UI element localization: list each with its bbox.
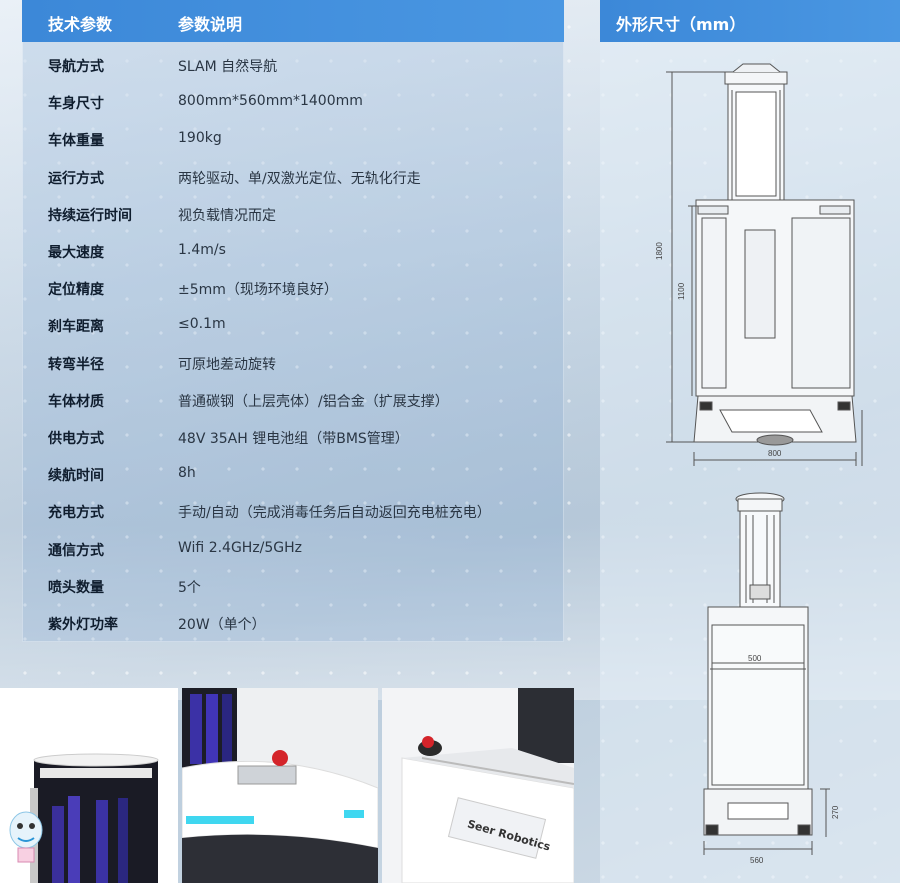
spec-key: 续航时间 [48,468,104,485]
spec-key: 运行方式 [48,170,104,187]
spec-value: SLAM 自然导航 [178,59,278,75]
spec-value: ±5mm（现场环境良好） [178,282,338,299]
spec-value: 8h [178,465,196,482]
spec-value: 48V 35AH 锂电池组（带BMS管理） [178,431,409,447]
spec-key: 紫外灯功率 [48,617,118,633]
header-desc: 参数说明 [178,15,243,34]
spec-row: 转弯半径 可原地差动旋转 [22,344,564,381]
spec-row: 车体重量 190kg [22,120,564,157]
spec-value: 普通碳钢（上层壳体）/铝合金（扩展支撑） [178,393,449,410]
spec-key: 最大速度 [48,245,104,261]
spec-row: 充电方式 手动/自动（完成消毒任务后自动返回充电桩充电） [22,492,564,529]
spec-key: 刹车距离 [48,319,104,336]
spec-key: 车身尺寸 [48,96,104,113]
spec-key: 充电方式 [48,505,104,522]
spec-key: 定位精度 [48,282,104,299]
spec-value: 手动/自动（完成消毒任务后自动返回充电桩充电） [178,505,491,522]
photo-top-cover [182,688,378,883]
spec-row: 续航时间 8h [22,455,564,492]
spec-key: 持续运行时间 [48,207,132,224]
spec-key: 通信方式 [48,542,104,559]
spec-row: 刹车距离 ≤0.1m [22,306,564,343]
spec-row: 紫外灯功率 20W（单个） [22,604,564,641]
spec-row: 最大速度 1.4m/s [22,232,564,269]
spec-key: 喷头数量 [48,579,104,596]
spec-row: 车体材质 普通碳钢（上层壳体）/铝合金（扩展支撑） [22,381,564,418]
spec-table-header: 技术参数 参数说明 [22,0,564,42]
spec-row: 导航方式 SLAM 自然导航 [22,46,564,83]
photo-base-brand: Seer Robotics [382,688,574,883]
spec-value: 800mm*560mm*1400mm [178,93,363,110]
spec-value: 视负载情况而定 [178,207,276,224]
dim-length: 800 [768,449,782,458]
dimensions-header: 外形尺寸（mm） [600,0,900,42]
mascot-robot-icon [9,811,43,863]
spec-key: 转弯半径 [48,356,104,373]
spec-key: 车体重量 [48,133,104,150]
photo-uv-lamp [0,688,178,883]
dim-width-inner: 500 [748,654,762,663]
spec-row: 供电方式 48V 35AH 锂电池组（带BMS管理） [22,418,564,455]
spec-table-panel [22,0,564,642]
spec-row: 运行方式 两轮驱动、单/双激光定位、无轨化行走 [22,158,564,195]
spec-key: 车体材质 [48,393,104,410]
spec-value: 5个 [178,579,201,596]
dim-base-height: 270 [831,805,840,819]
spec-value: 20W（单个） [178,617,266,633]
spec-value: 190kg [178,130,222,147]
spec-row: 通信方式 Wifi 2.4GHz/5GHz [22,530,564,567]
dim-height-body: 1100 [677,282,686,300]
spec-value: ≤0.1m [178,316,226,333]
spec-value: 两轮驱动、单/双激光定位、无轨化行走 [178,170,421,187]
spec-value: 可原地差动旋转 [178,356,276,373]
spec-value: 1.4m/s [178,242,226,258]
dimensions-title: 外形尺寸（mm） [616,15,746,34]
spec-row: 喷头数量 5个 [22,567,564,604]
spec-row: 车身尺寸 800mm*560mm*1400mm [22,83,564,120]
spec-value: Wifi 2.4GHz/5GHz [178,539,303,556]
spec-key: 供电方式 [48,431,104,447]
dim-width: 560 [750,856,764,865]
dim-height-total: 1800 [655,242,664,260]
spec-row: 定位精度 ±5mm（现场环境良好） [22,269,564,306]
spec-key: 导航方式 [48,59,104,75]
spec-row: 持续运行时间 视负载情况而定 [22,195,564,232]
header-param: 技术参数 [48,15,113,34]
side-view-drawing: 1800 1100 800 [655,63,863,466]
front-view-drawing: 500 270 560 [703,492,840,865]
